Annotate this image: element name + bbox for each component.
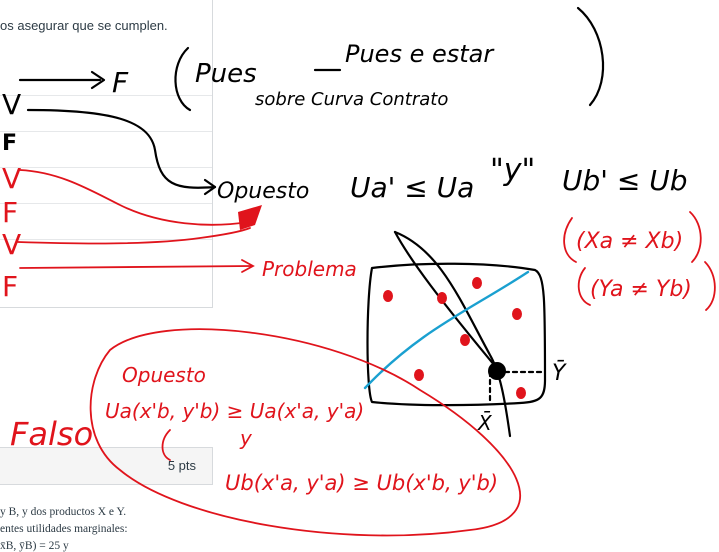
note-ub-ineq: Ub(x'a, y'a) ≥ Ub(x'b, y'b): [225, 471, 498, 495]
allocation-dot: [414, 369, 424, 381]
answer-row-divider: [0, 203, 212, 204]
red-oval: [89, 328, 521, 537]
answer-f: F: [2, 270, 18, 303]
note-pues-estar: Pues e estar: [345, 40, 495, 68]
note-ub: Ub' ≤ Ub: [562, 164, 688, 197]
allocation-dot: [383, 290, 393, 302]
curve-arrow: [26, 108, 217, 189]
allocation-dot: [472, 277, 482, 289]
question-header: 5 pts: [0, 447, 213, 485]
note-opuesto-2: Opuesto: [122, 363, 206, 387]
red-arrow-line: [19, 265, 253, 269]
question-text: entes utilidades marginales:: [0, 523, 128, 535]
answer-v: V: [2, 162, 21, 195]
paren-right: [689, 211, 702, 263]
answer-row-divider: [0, 167, 212, 168]
answer-v: V: [2, 228, 21, 261]
note-ua: Ua' ≤ Ua: [350, 171, 474, 204]
note-falso: Falso: [10, 415, 93, 453]
question-text: y B, y dos productos X e Y.: [0, 506, 127, 518]
answer-row-divider: [0, 95, 212, 96]
note-f: F: [112, 66, 129, 99]
scribble-mark: [238, 205, 262, 230]
note-opuesto: Opuesto: [217, 179, 309, 204]
question-text: x̄B, ȳB) = 25 y: [0, 540, 69, 552]
paren-right: [576, 6, 605, 107]
red-arrow-head: [241, 259, 255, 273]
paren-left: [161, 429, 171, 461]
red-curve: [17, 227, 251, 245]
note-problema: Problema: [262, 257, 357, 281]
contract-curve: [363, 270, 530, 390]
note-y: "y": [490, 153, 535, 188]
paren-right: [704, 261, 716, 311]
indifference-curve: [393, 230, 512, 438]
note-ya-yb: (Ya ≠ Yb): [590, 277, 692, 302]
note-curva-contrato: sobre Curva Contrato: [255, 89, 448, 110]
arrow-head: [203, 178, 217, 196]
intro-text: os asegurar que se cumplen.: [0, 18, 168, 33]
allocation-dot: [460, 334, 470, 346]
arrow-head: [90, 70, 106, 90]
answer-v: V: [2, 88, 21, 121]
allocation-dot: [437, 292, 447, 304]
paren-left: [174, 46, 192, 112]
note-pues: Pues: [195, 59, 257, 89]
allocation-dot: [516, 387, 526, 399]
label-xbar: X̄: [477, 410, 493, 435]
points-label: 5 pts: [167, 458, 196, 473]
paren-left: [577, 267, 591, 306]
note-y-word: y: [239, 426, 253, 450]
answer-f: F: [2, 196, 18, 229]
allocation-point: [488, 362, 506, 380]
edgeworth-box: [366, 262, 547, 407]
allocation-dot: [512, 308, 522, 320]
answer-f: F: [2, 131, 17, 156]
red-curve: [19, 169, 249, 226]
note-xa-xb: (Xa ≠ Xb): [576, 229, 683, 254]
label-ybar: Ȳ: [552, 361, 567, 386]
paren-left: [563, 217, 577, 263]
answer-row-divider: [0, 131, 212, 132]
indifference-curve-a: [393, 230, 502, 374]
answer-row-divider: [0, 239, 212, 240]
quiz-panel: os asegurar que se cumplen.: [0, 0, 213, 308]
note-ua-ineq: Ua(x'b, y'b) ≥ Ua(x'a, y'a): [105, 399, 364, 423]
